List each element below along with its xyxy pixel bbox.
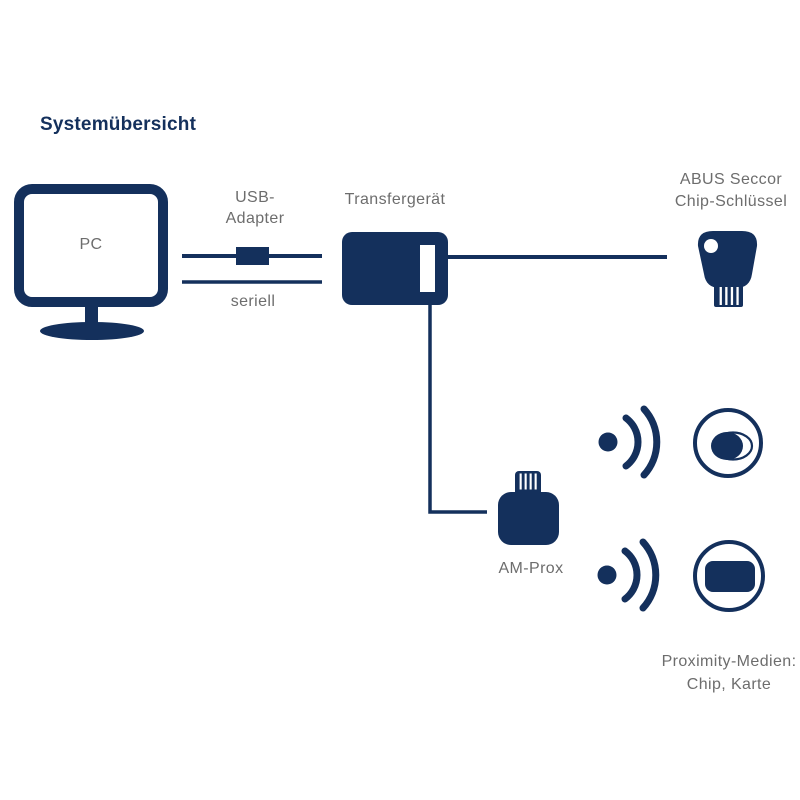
page-title: Systemübersicht xyxy=(40,114,197,135)
chip-key-icon xyxy=(697,231,758,307)
serial-label: seriell xyxy=(230,293,276,310)
connection-line-to-amprox xyxy=(428,305,487,514)
usb-adapter-label: USB- Adapter xyxy=(195,187,315,229)
transfer-device-slot xyxy=(420,245,435,292)
key-hole xyxy=(704,239,718,253)
proximity-media-label-line1: Proximity-Medien: xyxy=(661,653,797,670)
proximity-media-label-line2: Chip, Karte xyxy=(686,676,772,693)
wireless-signal-icon xyxy=(597,538,660,612)
wireless-signal-icon xyxy=(598,405,661,479)
am-prox-label: AM-Prox xyxy=(498,560,564,577)
chip-key-label-line2: Chip-Schlüssel xyxy=(674,193,788,210)
card-icon xyxy=(693,540,765,612)
transfer-device-label: Transfergerät xyxy=(344,191,446,208)
usb-adapter-label-line1: USB- xyxy=(235,189,275,206)
pc-label: PC xyxy=(79,236,103,253)
transfer-device-icon xyxy=(342,232,448,305)
usb-plug-stripes xyxy=(519,473,537,490)
key-blade-grooves xyxy=(719,287,739,305)
proximity-media-label: Proximity-Medien: Chip, Karte xyxy=(628,650,800,696)
monitor-icon xyxy=(14,184,168,340)
usb-adapter-inline-box xyxy=(236,247,269,265)
usb-connection-line xyxy=(182,247,322,265)
usb-adapter-label-line2: Adapter xyxy=(225,210,285,227)
usb-reader-icon xyxy=(498,471,559,545)
chip-key-label: ABUS Seccor Chip-Schlüssel xyxy=(646,169,800,213)
chip-token-icon xyxy=(693,408,763,478)
chip-key-label-line1: ABUS Seccor xyxy=(679,171,783,188)
